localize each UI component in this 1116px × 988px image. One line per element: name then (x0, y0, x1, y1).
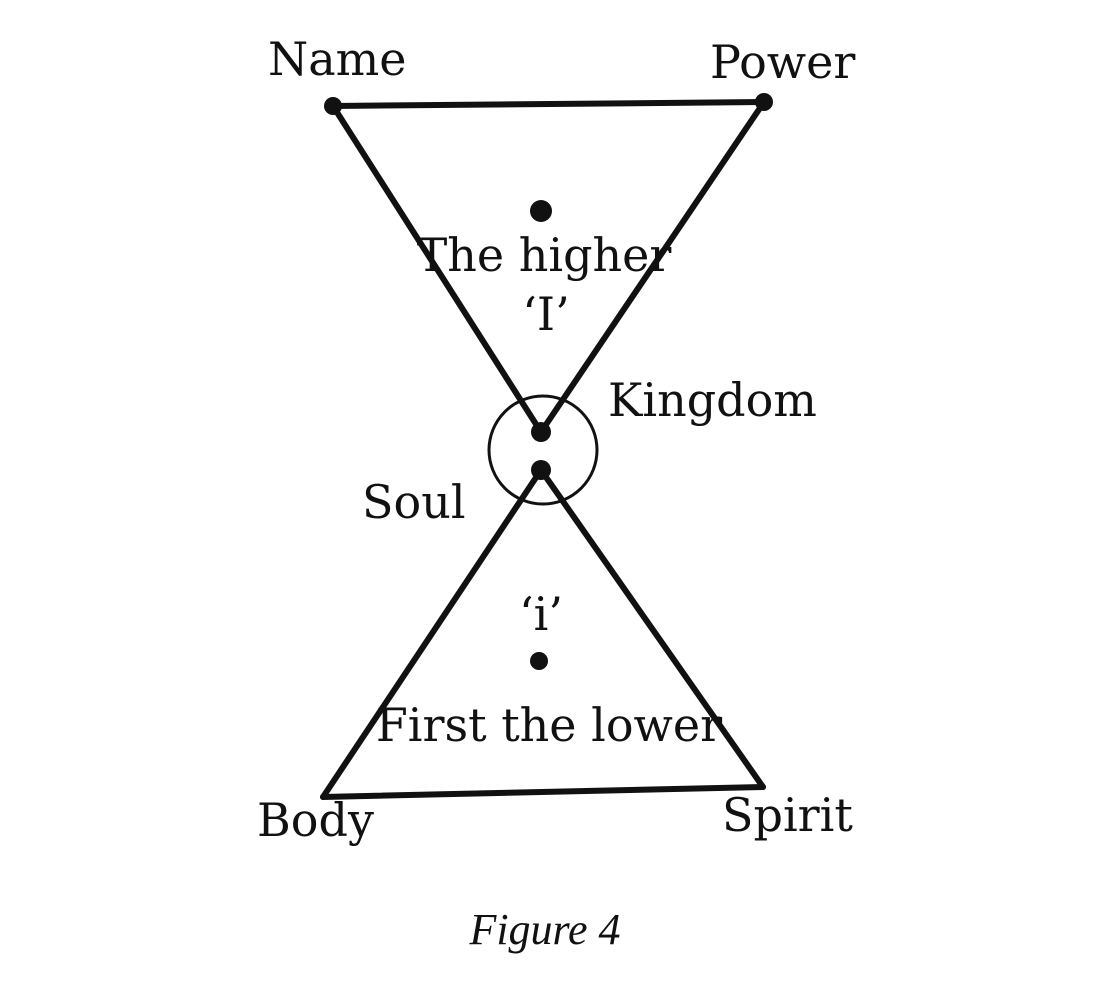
label-higher-line1: The higher (417, 228, 672, 282)
upper-left-edge (330, 103, 544, 435)
label-higher-line2: ‘I’ (522, 287, 569, 341)
name-vertex-dot (324, 97, 342, 115)
lower-i-dot (530, 652, 548, 670)
higher-i-dot (530, 200, 552, 222)
label-spirit: Spirit (722, 788, 853, 842)
label-power: Power (710, 35, 855, 89)
upper-triangle (324, 93, 773, 435)
power-vertex-dot (755, 93, 773, 111)
lower-right-edge (538, 467, 766, 790)
label-kingdom: Kingdom (608, 373, 817, 427)
kingdom-circle (487, 394, 599, 506)
label-name: Name (268, 32, 407, 86)
upper-top-edge (330, 99, 767, 109)
label-lower-i: ‘i’ (519, 587, 563, 641)
kingdom-node (487, 394, 599, 506)
upper-apex-dot (531, 422, 551, 442)
label-body: Body (257, 793, 374, 847)
lower-left-edge (320, 467, 544, 800)
lower-triangle (320, 467, 766, 800)
upper-right-edge (538, 99, 767, 435)
lower-base-edge (320, 784, 766, 800)
label-soul: Soul (362, 475, 466, 529)
label-lower-text: First the lower (376, 698, 722, 752)
figure-caption: Figure 4 (468, 905, 620, 954)
